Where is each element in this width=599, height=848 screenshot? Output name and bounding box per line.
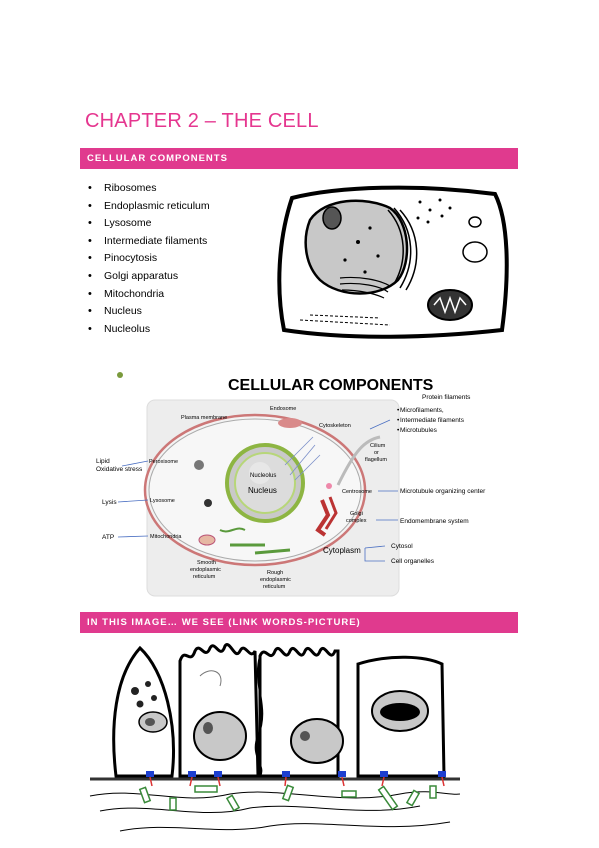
component-list: Ribosomes Endoplasmic reticulum Lysosome… <box>88 180 210 338</box>
mitochondria-label: Mitochondria <box>150 534 182 540</box>
smooth-er-label-2: endoplasmic <box>190 567 221 573</box>
intermediate-filaments-note: Intermediate filaments <box>400 417 465 424</box>
golgi-label-1: Golgi <box>350 511 363 517</box>
mtoc-note: Microtubule organizing center <box>400 488 486 495</box>
rough-er-label-1: Rough <box>267 570 283 576</box>
nucleolus-shape <box>249 462 271 484</box>
endomembrane-note: Endomembrane system <box>400 518 469 525</box>
list-item: Ribosomes <box>88 180 210 198</box>
plasma-membrane-label: Plasma membrane <box>181 415 227 421</box>
cilium-label: Cilium <box>370 443 386 449</box>
list-item: Golgi apparatus <box>88 268 210 286</box>
list-item: Nucleolus <box>88 321 210 339</box>
smooth-er-label-3: reticulum <box>193 574 216 580</box>
microtubules-note: Microtubules <box>400 427 438 434</box>
centrosome-label: Centrosome <box>342 489 372 495</box>
svg-text:•: • <box>397 417 400 424</box>
chapter-title: CHAPTER 2 – THE CELL <box>85 110 319 132</box>
smooth-er-label-1: Smooth <box>197 560 216 566</box>
peroxisome-label: Peroxisome <box>149 459 178 465</box>
cell-sketch-image <box>277 185 509 339</box>
atp-note: ATP <box>102 534 114 541</box>
lysis-note: Lysis <box>102 499 117 506</box>
list-item: Pinocytosis <box>88 250 210 268</box>
oxidative-stress-note: Oxidative stress <box>96 466 143 473</box>
list-item: Lysosome <box>88 215 210 233</box>
rough-er-label-3: reticulum <box>263 584 286 590</box>
golgi-label-2: complex <box>346 518 367 524</box>
list-item: Intermediate filaments <box>88 233 210 251</box>
nucleolus-label: Nucleolus <box>250 473 276 479</box>
section-header-link-words-picture: IN THIS IMAGE… WE SEE (LINK WORDS-PICTUR… <box>80 612 518 633</box>
svg-text:•: • <box>397 407 400 414</box>
rough-er-label-2: endoplasmic <box>260 577 291 583</box>
nucleus-label: Nucleus <box>248 486 277 495</box>
section-header-cellular-components: CELLULAR COMPONENTS <box>80 148 518 169</box>
list-item: Mitochondria <box>88 286 210 304</box>
endosome-label: Endosome <box>270 406 296 412</box>
lipid-note: Lipid <box>96 458 110 465</box>
cytoskeleton-label: Cytoskeleton <box>319 423 351 429</box>
protein-filaments-note: Protein filaments <box>422 394 471 401</box>
lysosome-label: Lysosome <box>150 498 175 504</box>
list-item: Endoplasmic reticulum <box>88 198 210 216</box>
cytosol-note: Cytosol <box>391 543 413 550</box>
epithelial-tissue-sketch <box>89 643 460 832</box>
flagellum-label: flagellum <box>365 457 387 463</box>
cytoplasm-label: Cytoplasm <box>323 546 361 555</box>
microfilaments-note: Microfilaments, <box>400 407 444 414</box>
list-item: Nucleus <box>88 303 210 321</box>
svg-text:•: • <box>397 427 400 434</box>
or-label: or <box>374 450 379 456</box>
diagram-title: CELLULAR COMPONENTS <box>228 377 434 394</box>
cell-organelles-note: Cell organelles <box>391 558 435 565</box>
cell-components-diagram: CELLULAR COMPONENTS Nucleolus Nucleus Pl… <box>96 372 486 597</box>
logo-icon <box>117 372 123 378</box>
